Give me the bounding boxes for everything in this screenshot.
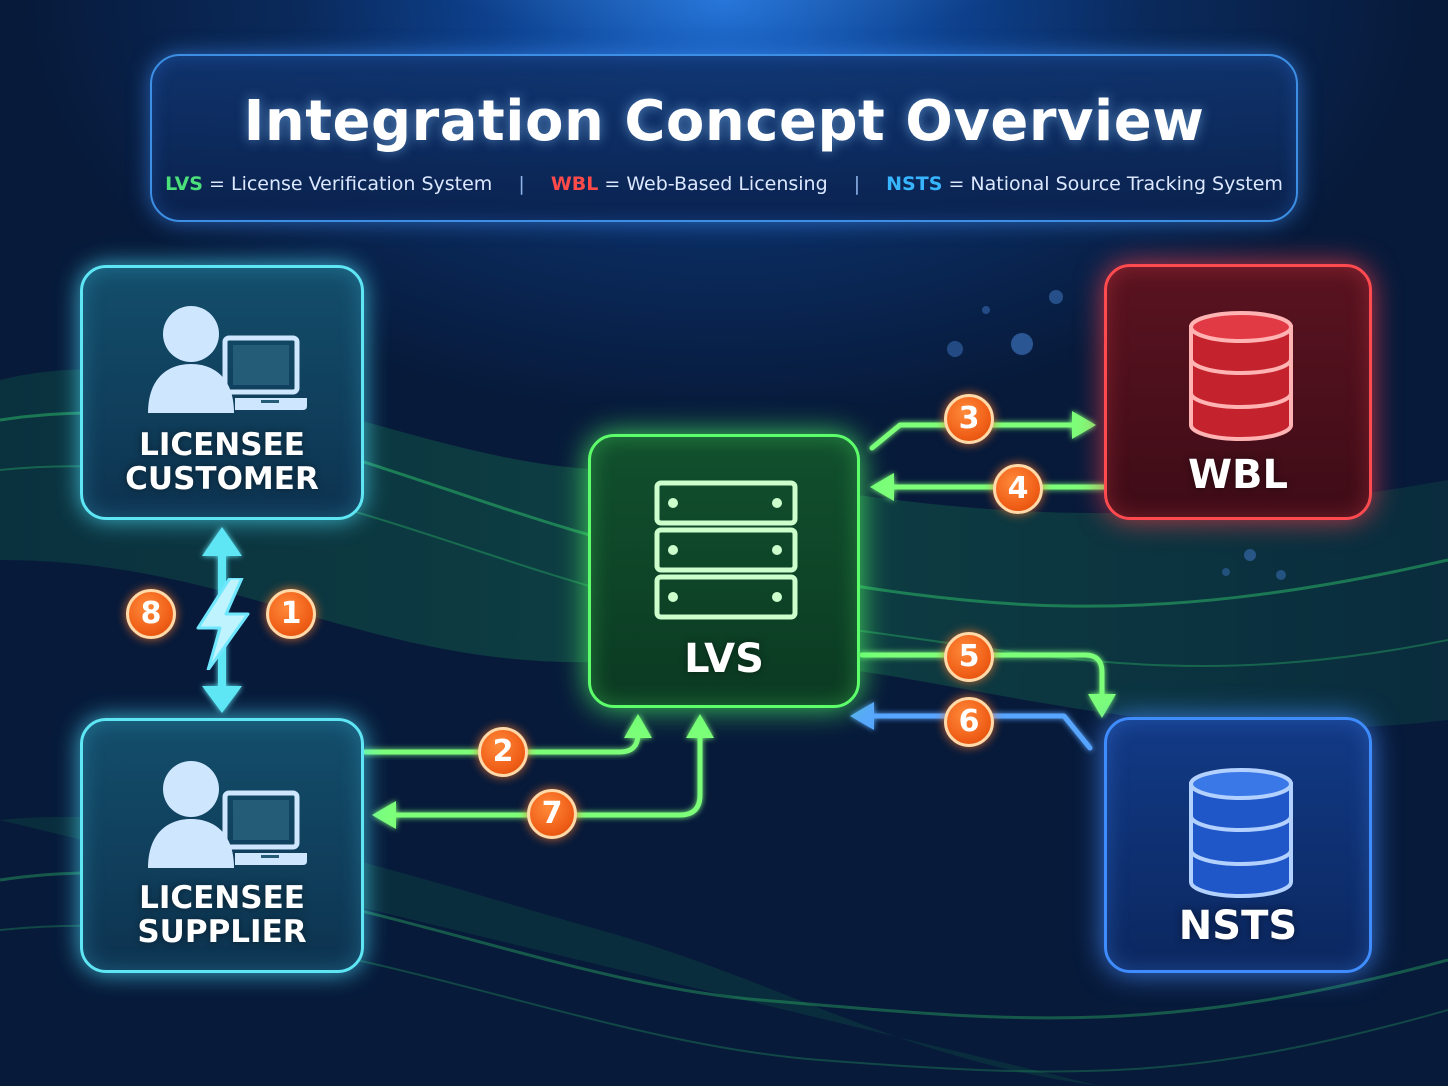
node-label: WBL: [1187, 452, 1289, 498]
legend-abbr-nsts: NSTS: [886, 173, 943, 195]
legend-separator: |: [853, 173, 861, 195]
lightning-bolt-icon: [196, 578, 250, 670]
node-licensee-customer[interactable]: LICENSEE CUSTOMER: [80, 265, 364, 520]
arrow-lvs-to-supplier: [372, 714, 714, 829]
legend-def-nsts: = National Source Tracking System: [948, 173, 1283, 195]
step-badge-8: 8: [126, 589, 176, 639]
node-label-line1: LICENSEE: [139, 880, 305, 916]
node-wbl[interactable]: WBL: [1104, 264, 1372, 520]
step-badge-3: 3: [944, 394, 994, 444]
user-computer-icon: [148, 306, 307, 413]
node-label-line2: SUPPLIER: [137, 914, 307, 950]
step-badge-2: 2: [478, 727, 528, 777]
node-label: LVS: [684, 636, 764, 682]
node-label-line1: LICENSEE: [139, 427, 305, 463]
step-badge-1: 1: [266, 589, 316, 639]
database-icon: [1189, 311, 1293, 441]
legend-def-wbl: = Web-Based Licensing: [604, 173, 828, 195]
step-badge-4: 4: [993, 464, 1043, 514]
user-computer-icon: [148, 761, 307, 868]
arrow-lvs-to-wbl: [869, 411, 1096, 451]
legend-abbr-lvs: LVS: [165, 173, 203, 195]
step-badge-7: 7: [527, 789, 577, 839]
step-badge-5: 5: [944, 632, 994, 682]
node-label: NSTS: [1178, 903, 1298, 949]
node-nsts[interactable]: NSTS: [1104, 717, 1372, 973]
legend-def-lvs: = License Verification System: [209, 173, 493, 195]
database-icon: [1189, 768, 1293, 898]
node-licensee-supplier[interactable]: LICENSEE SUPPLIER: [80, 718, 364, 973]
legend-abbr-wbl: WBL: [550, 173, 599, 195]
page-title: Integration Concept Overview: [243, 89, 1205, 154]
arrow-wbl-to-lvs: [870, 473, 1107, 501]
step-badge-6: 6: [944, 697, 994, 747]
legend-row: LVS = License Verification System | WBL …: [150, 170, 1298, 198]
arrow-nsts-to-lvs: [850, 702, 1093, 751]
node-lvs[interactable]: LVS: [588, 434, 860, 708]
arrow-supplier-to-lvs: [362, 714, 652, 755]
legend-separator: |: [518, 173, 525, 195]
title-panel: [150, 54, 1298, 222]
server-rack-icon: [654, 480, 798, 620]
node-label-line2: CUSTOMER: [125, 461, 319, 497]
arrow-lvs-to-nsts: [859, 652, 1116, 718]
